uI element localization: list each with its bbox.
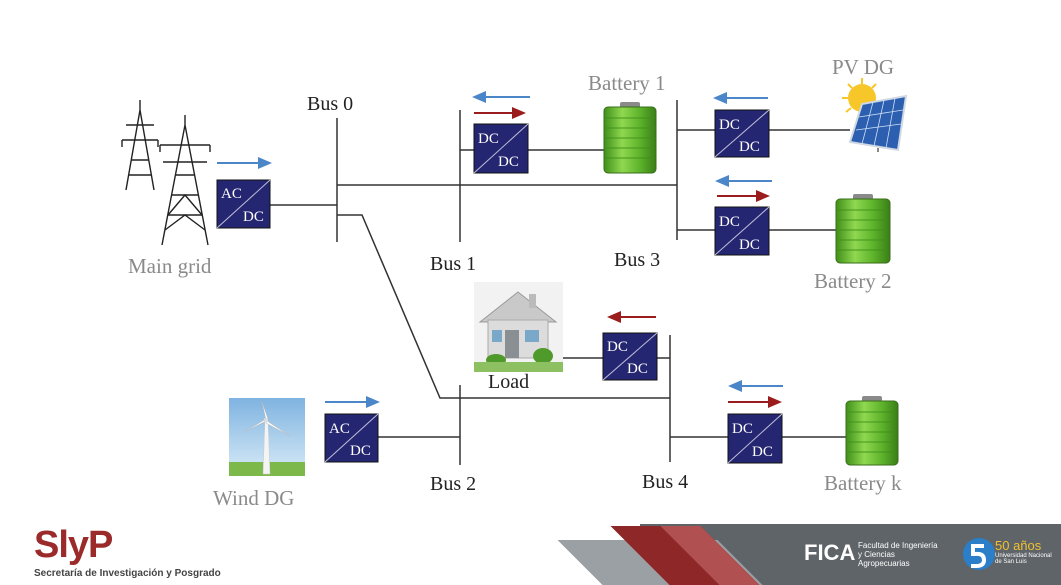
svg-text:DC: DC xyxy=(627,361,648,377)
arrow-grid-to-bus xyxy=(217,157,272,169)
unsl-50-subtitle: Universidad Nacional de San Luis xyxy=(995,553,1052,565)
svg-text:DC: DC xyxy=(752,444,773,460)
bus2-label: Bus 2 xyxy=(430,473,476,495)
wind-dg-label: Wind DG xyxy=(213,486,294,510)
svg-text:AC: AC xyxy=(221,186,242,202)
battery1-label: Battery 1 xyxy=(588,71,666,95)
converter-battery2: DC DC xyxy=(714,206,770,256)
arrow-pv-to-bus xyxy=(713,92,768,104)
svg-text:DC: DC xyxy=(607,339,628,355)
svg-text:DC: DC xyxy=(719,117,740,133)
slyp-logo-title: SlyP xyxy=(34,524,113,566)
arrow-battery1-bidirectional xyxy=(472,91,530,119)
battery2-label: Battery 2 xyxy=(814,269,892,293)
converter-battery1: DC DC xyxy=(473,123,529,174)
arrow-bus-to-load xyxy=(607,311,656,323)
wind-turbine-icon xyxy=(229,398,305,476)
fica-logo-subtitle: Facultad de Ingeniería y Ciencias Agrope… xyxy=(858,541,938,568)
converter-wind: AC DC xyxy=(324,413,379,463)
bus-lines xyxy=(270,100,850,465)
svg-text:DC: DC xyxy=(719,214,740,230)
transmission-tower-icon xyxy=(121,100,211,246)
load-label: Load xyxy=(488,371,529,393)
arrow-wind-to-bus xyxy=(325,396,380,408)
bus3-label: Bus 3 xyxy=(614,249,660,271)
batteryk-label: Battery k xyxy=(824,471,902,495)
batteryk-icon xyxy=(845,396,899,466)
battery2-icon xyxy=(835,194,891,264)
unsl-50-logo-icon xyxy=(963,538,995,570)
converter-grid: AC DC xyxy=(216,179,271,229)
battery1-icon xyxy=(603,102,657,174)
svg-text:DC: DC xyxy=(732,421,753,437)
bus4-label: Bus 4 xyxy=(642,471,688,493)
svg-text:DC: DC xyxy=(350,443,371,459)
svg-text:DC: DC xyxy=(739,237,760,253)
main-grid-label: Main grid xyxy=(128,254,212,278)
svg-text:DC: DC xyxy=(243,209,264,225)
svg-text:AC: AC xyxy=(329,421,350,437)
converter-pv: DC DC xyxy=(714,109,770,158)
solar-panel-icon xyxy=(842,78,908,152)
bus0-label: Bus 0 xyxy=(307,93,353,115)
bus1-label: Bus 1 xyxy=(430,253,476,275)
pv-dg-label: PV DG xyxy=(832,55,894,79)
house-icon xyxy=(474,282,563,372)
arrow-batteryk-bidirectional xyxy=(728,380,783,408)
unsl-50-title: 50 años xyxy=(995,538,1042,553)
slyp-logo-subtitle: Secretaría de Investigación y Posgrado xyxy=(34,568,221,579)
fica-logo-title: FICA xyxy=(804,540,856,565)
svg-text:DC: DC xyxy=(478,131,499,147)
converter-load: DC DC xyxy=(602,332,658,381)
converter-batteryk: DC DC xyxy=(727,413,783,464)
svg-text:DC: DC xyxy=(498,154,519,170)
arrow-battery2-bidirectional xyxy=(715,175,772,202)
svg-text:DC: DC xyxy=(739,139,760,155)
